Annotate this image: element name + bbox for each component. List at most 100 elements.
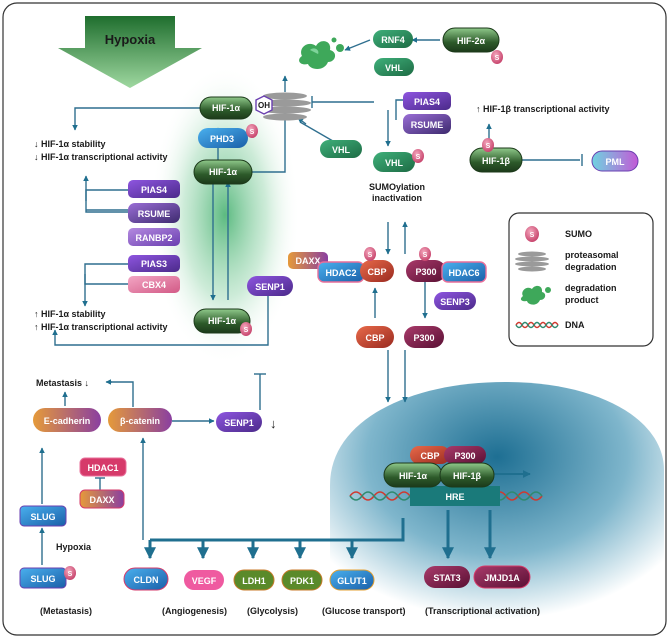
svg-text:S: S [250, 129, 255, 136]
senp1-top: SENP1 [247, 276, 293, 296]
beta-catenin: β-catenin [108, 408, 172, 432]
svg-text:PIAS3: PIAS3 [141, 259, 167, 269]
slug-upper: SLUG [19, 505, 67, 527]
hif1a-middle: HIF-1α [193, 159, 253, 185]
hypoxia-small-label: Hypoxia [56, 542, 92, 552]
hif1b-activity-label: ↑ HIF-1β transcriptional activity [476, 104, 610, 114]
phd3-pill: PHD3 S [198, 124, 258, 148]
svg-text:VHL: VHL [332, 145, 351, 155]
svg-text:LDH1: LDH1 [242, 576, 266, 586]
svg-text:HIF-1α: HIF-1α [399, 471, 428, 481]
svg-text:JMJD1A: JMJD1A [484, 573, 520, 583]
svg-text:β-catenin: β-catenin [120, 416, 160, 426]
legend-proteasomal-label-2: degradation [565, 262, 617, 272]
legend-sumo-label: SUMO [565, 229, 592, 239]
inactivation-label: inactivation [372, 193, 422, 203]
svg-text:HIF-1α: HIF-1α [208, 316, 237, 326]
legend-sumo-icon: S [525, 226, 539, 242]
hif1a-nuclear: HIF-1α [383, 462, 443, 488]
svg-text:CBX4: CBX4 [142, 280, 166, 290]
vhl-top: VHL [374, 58, 414, 76]
svg-text:PML: PML [606, 157, 626, 167]
hif1a-top: HIF-1α [199, 96, 253, 120]
legend-degradation-label-2: product [565, 295, 599, 305]
senp1-down-arrow: ↓ [270, 416, 277, 431]
svg-text:SLUG: SLUG [30, 512, 55, 522]
svg-text:DAXX: DAXX [295, 256, 320, 266]
hypoxia-label: Hypoxia [105, 32, 156, 47]
legend: S SUMO proteasomal degradation degradati… [508, 212, 654, 347]
cbp-lower: CBP [356, 326, 394, 348]
metastasis-down-label: Metastasis ↓ [36, 378, 89, 388]
hdac6: HDAC6 [441, 261, 487, 283]
svg-text:DAXX: DAXX [89, 495, 114, 505]
svg-text:S: S [244, 327, 249, 334]
slug-lower: SLUG S [19, 566, 76, 589]
svg-text:VEGF: VEGF [192, 576, 217, 586]
svg-text:P300: P300 [415, 267, 436, 277]
ldh1-pill: LDH1 [233, 569, 275, 591]
daxx-lower: DAXX [79, 489, 125, 509]
caption-glycolysis: (Glycolysis) [247, 606, 298, 616]
hif1b: HIF-1β S [469, 138, 523, 173]
degradation-product [299, 37, 344, 69]
hif1b-nuclear: HIF-1β [439, 462, 495, 488]
ranbp2: RANBP2 [128, 228, 180, 246]
pias4-left: PIAS4 [128, 180, 180, 198]
svg-text:S: S [416, 154, 421, 161]
svg-text:S: S [368, 252, 373, 259]
svg-text:CBP: CBP [365, 333, 384, 343]
svg-text:S: S [495, 55, 500, 62]
svg-text:STAT3: STAT3 [433, 573, 460, 583]
svg-text:CBP: CBP [367, 267, 386, 277]
svg-text:RSUME: RSUME [138, 209, 171, 219]
svg-text:VHL: VHL [385, 158, 404, 168]
svg-text:SENP1: SENP1 [224, 418, 254, 428]
svg-text:S: S [530, 232, 535, 239]
pdk1-pill: PDK1 [281, 569, 323, 591]
svg-text:P300: P300 [454, 451, 475, 461]
activity-down-label: ↓ HIF-1α transcriptional activity [34, 152, 168, 162]
senp3: SENP3 [434, 292, 476, 310]
svg-text:HDAC1: HDAC1 [87, 463, 118, 473]
pml: PML [591, 150, 639, 172]
rsume-right: RSUME [403, 114, 451, 134]
svg-text:OH: OH [258, 101, 270, 110]
hdac1: HDAC1 [79, 457, 127, 477]
caption-glucose: (Glucose transport) [322, 606, 406, 616]
svg-text:P300: P300 [413, 333, 434, 343]
legend-proteasome-icon [515, 251, 549, 272]
sumoylation-label: SUMOylation [369, 182, 425, 192]
svg-text:HDAC6: HDAC6 [448, 268, 479, 278]
hif2a: HIF-2α S [442, 27, 503, 64]
e-cadherin: E-cadherin [33, 408, 101, 432]
svg-text:HIF-1β: HIF-1β [453, 471, 482, 481]
svg-text:CLDN: CLDN [134, 575, 159, 585]
svg-text:SENP1: SENP1 [255, 282, 285, 292]
svg-text:RNF4: RNF4 [381, 35, 405, 45]
svg-text:CBP: CBP [420, 451, 439, 461]
legend-degradation-icon [520, 285, 551, 305]
hdac2: HDAC2 [317, 261, 365, 283]
stat3-pill: STAT3 [424, 566, 470, 588]
proteasome-top [259, 92, 311, 121]
vhl-middle-left: VHL [320, 140, 362, 158]
svg-text:GLUT1: GLUT1 [337, 576, 367, 586]
svg-text:HIF-1β: HIF-1β [482, 156, 511, 166]
svg-text:S: S [423, 252, 428, 259]
svg-text:HIF-1α: HIF-1α [212, 103, 241, 113]
svg-text:HDAC2: HDAC2 [325, 268, 356, 278]
cbx4: CBX4 [128, 276, 180, 293]
vegf-pill: VEGF [184, 570, 224, 590]
stability-down-label: ↓ HIF-1α stability [34, 139, 106, 149]
legend-degradation-label: degradation [565, 283, 617, 293]
cbp-nuclear: CBP [410, 446, 450, 464]
hre-box: HRE [410, 486, 500, 506]
hypoxia-arrow: Hypoxia [58, 16, 202, 88]
svg-text:PDK1: PDK1 [290, 576, 314, 586]
p300-top: P300 S [406, 247, 446, 282]
senp1-lower: SENP1 ↓ [216, 412, 277, 432]
pias4-right: PIAS4 [403, 92, 451, 110]
jmjd1a-pill: JMJD1A [473, 565, 531, 589]
